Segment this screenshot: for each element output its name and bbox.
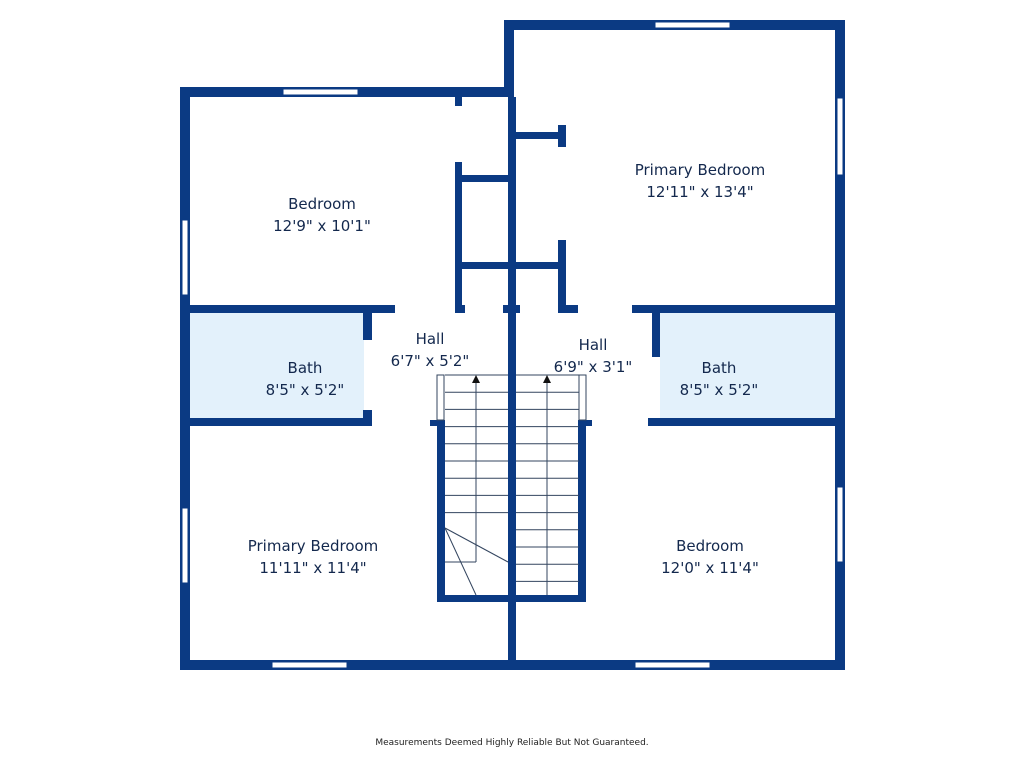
windows: [181, 21, 844, 669]
bath-left-fill: [190, 312, 364, 419]
bath-right-fill: [660, 312, 835, 419]
stairs: [436, 374, 587, 596]
stair-arrow-up-icon: [543, 375, 551, 383]
disclaimer: Measurements Deemed Highly Reliable But …: [375, 738, 649, 748]
stair-arrow-up-icon: [472, 375, 480, 383]
